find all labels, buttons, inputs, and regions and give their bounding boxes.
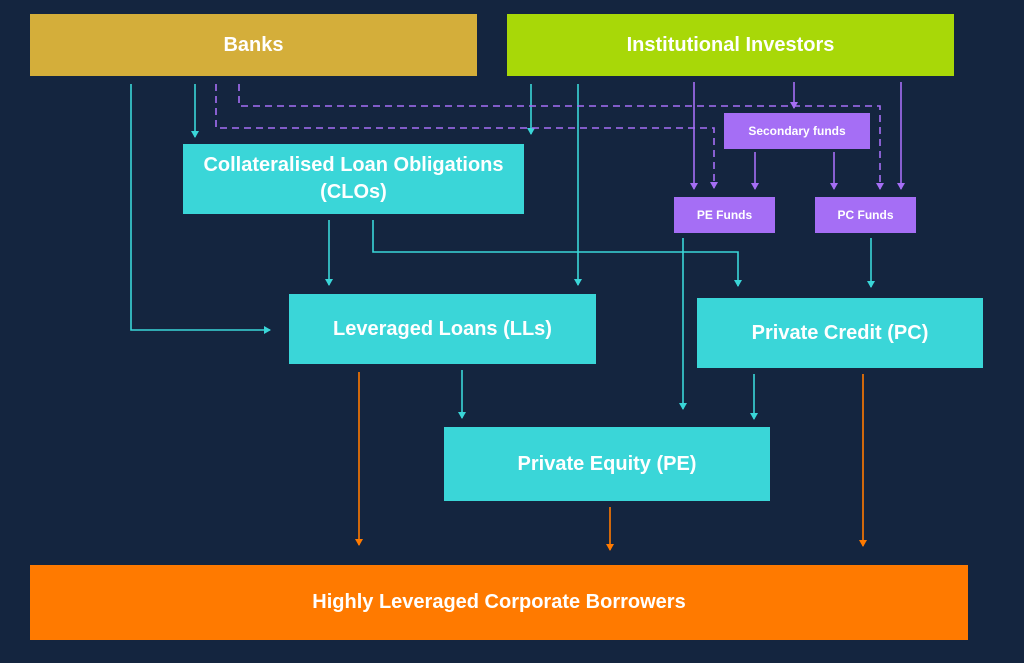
leveraged-loans-box: Leveraged Loans (LLs) [289,294,596,364]
arrow-clo-to-pc [372,220,742,287]
banks-box: Banks [30,14,477,76]
private-credit-box: Private Credit (PC) [697,298,983,368]
private-credit-label: Private Credit (PC) [751,321,929,344]
secondary-funds-box: Secondary funds [724,113,870,149]
pe-funds-box: PE Funds [674,197,775,233]
private-equity-label: Private Equity (PE) [517,452,697,475]
pc-funds-label: PC Funds [837,208,894,222]
secondary-funds-label: Secondary funds [748,124,846,138]
private-equity-box: Private Equity (PE) [444,427,770,501]
corporate-borrowers-box: Highly Leveraged Corporate Borrowers [30,565,968,640]
clo-box: Collateralised Loan Obligations (CLOs) [183,144,524,214]
leveraged-loans-label: Leveraged Loans (LLs) [333,317,552,340]
pe-funds-label: PE Funds [696,208,753,222]
clo-label-line1: Collateralised Loan Obligations [203,154,504,176]
pc-funds-box: PC Funds [815,197,916,233]
institutional-investors-box: Institutional Investors [507,14,954,76]
arrow-banks-to-ll [130,84,271,334]
banks-label: Banks [223,33,284,56]
corporate-borrowers-label: Highly Leveraged Corporate Borrowers [312,591,686,613]
institutional-investors-label: Institutional Investors [626,33,835,56]
dashed-banks-to-pcfunds [238,84,884,190]
clo-label-line2: (CLOs) [320,181,387,203]
dashed-banks-to-pefunds [215,84,718,189]
